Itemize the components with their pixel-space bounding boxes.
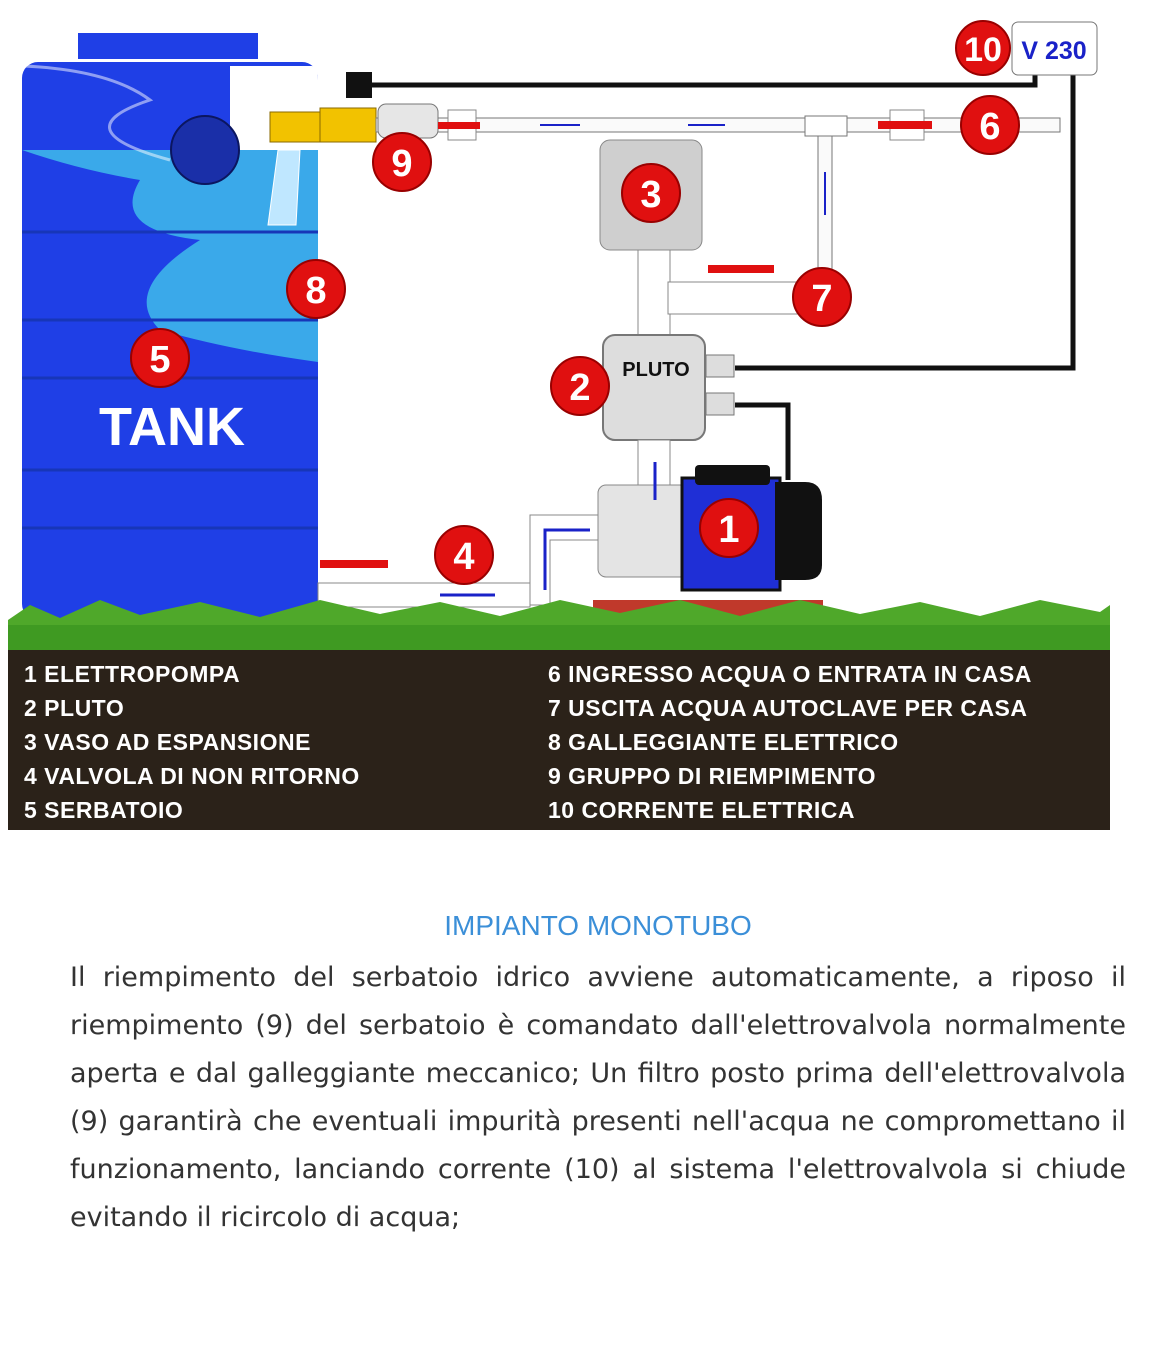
marker-1: 1	[699, 498, 759, 558]
legend-item: 3 VASO AD ESPANSIONE	[24, 729, 311, 755]
legend-item: 7 USCITA ACQUA AUTOCLAVE PER CASA	[548, 695, 1028, 721]
legend-item: 2 PLUTO	[24, 695, 124, 721]
marker-3: 3	[621, 163, 681, 223]
legend-item: 10 CORRENTE ELETTRICA	[548, 797, 855, 823]
tee-fitting	[804, 115, 848, 137]
marker-number: 7	[811, 278, 832, 320]
plumbing-diagram: TANK PLUTO V 230 1 ELETTROPOMPA 2 PLUT	[8, 20, 1110, 830]
marker-number: 6	[979, 106, 1000, 148]
marker-2: 2	[550, 356, 610, 416]
power-wire-pluto	[735, 72, 1076, 371]
tank-label: TANK	[99, 397, 245, 457]
marker-number: 4	[453, 536, 474, 578]
section-title: IMPIANTO MONOTUBO	[444, 910, 752, 941]
motor-cap	[775, 482, 822, 580]
solenoid-coil	[346, 72, 372, 98]
section-body: Il riempimento del serbatoio idrico avvi…	[70, 962, 1126, 1233]
bottom-pipe	[317, 582, 531, 608]
legend-item: 1 ELETTROPOMPA	[24, 661, 240, 687]
solenoid-valve	[319, 107, 377, 143]
power-wire-valve	[360, 70, 1038, 88]
marker-8: 8	[286, 259, 346, 319]
voltage-label: V 230	[1021, 37, 1086, 65]
flow-arrow	[543, 528, 590, 590]
marker-number: 5	[149, 339, 170, 381]
outlet-pipe	[667, 281, 799, 315]
power-supply-box	[1011, 21, 1098, 76]
valve-7-handle	[708, 265, 774, 273]
pump-wire	[735, 402, 791, 480]
marker-number: 2	[569, 367, 590, 409]
legend-item: 8 GALLEGGIANTE ELETTRICO	[548, 729, 899, 755]
pluto-gland	[705, 354, 735, 378]
marker-number: 8	[305, 270, 326, 312]
valve-6-handle	[878, 121, 932, 129]
legend-item: 6 INGRESSO ACQUA O ENTRATA IN CASA	[548, 661, 1032, 687]
legend-right: 6 INGRESSO ACQUA O ENTRATA IN CASA 7 USC…	[548, 661, 1032, 823]
bottom-valve-handle	[320, 560, 388, 568]
soil	[8, 648, 1110, 830]
pump-terminal	[695, 465, 770, 485]
marker-10: 10	[955, 20, 1011, 76]
pluto-label: PLUTO	[622, 359, 689, 381]
tee-to-7	[637, 249, 671, 341]
water-spray	[267, 149, 301, 226]
marker-number: 3	[640, 174, 661, 216]
legend-item: 9 GRUPPO DI RIEMPIMENTO	[548, 763, 876, 789]
legend-item: 4 VALVOLA DI NON RITORNO	[24, 763, 360, 789]
marker-4: 4	[434, 525, 494, 585]
marker-7: 7	[792, 267, 852, 327]
pluto-controller	[602, 334, 706, 441]
legend-left: 1 ELETTROPOMPA 2 PLUTO 3 VASO AD ESPANSI…	[24, 661, 360, 823]
float-ball	[170, 115, 240, 185]
marker-number: 10	[964, 31, 1002, 69]
marker-6: 6	[960, 95, 1020, 155]
valve-9-handle	[438, 122, 480, 129]
pluto-gland	[705, 392, 735, 416]
legend-item: 5 SERBATOIO	[24, 797, 183, 823]
marker-9: 9	[372, 132, 432, 192]
marker-number: 1	[718, 509, 739, 551]
float-valve	[269, 111, 321, 143]
marker-number: 9	[391, 143, 412, 185]
grass-band	[8, 625, 1110, 650]
marker-5: 5	[130, 328, 190, 388]
pump-body	[597, 484, 689, 578]
